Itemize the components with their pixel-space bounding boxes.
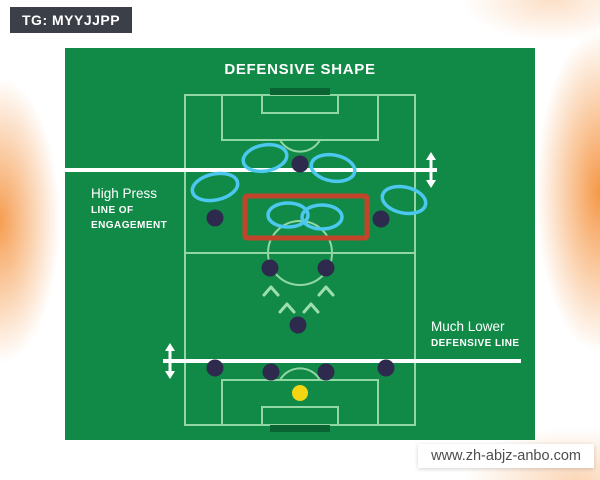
movement-chevron [262, 285, 280, 297]
defensive-label-primary: Much Lower [431, 319, 505, 334]
player-marker [372, 210, 390, 228]
player-marker [261, 259, 279, 277]
press-ring [241, 142, 289, 174]
engagement-secondary-line2: ENGAGEMENT [91, 219, 168, 231]
top-six-yard-box [261, 94, 339, 114]
player-marker [206, 359, 224, 377]
diagram-title: DEFENSIVE SHAPE [224, 61, 376, 78]
watermark-url: www.zh-abjz-anbo.com [418, 444, 594, 468]
goalkeeper-marker [292, 385, 308, 401]
defensive-line-label: Much Lower DEFENSIVE LINE [431, 319, 520, 352]
player-marker [206, 209, 224, 227]
player-marker [317, 363, 335, 381]
pitch-markings [184, 94, 416, 426]
player-marker [317, 259, 335, 277]
bottom-penalty-arc [279, 367, 321, 381]
player-marker [289, 316, 307, 334]
defensive-line-arrow-up [165, 343, 175, 351]
top-penalty-arc [279, 139, 321, 153]
engagement-label-secondary: LINE OF ENGAGEMENT [91, 204, 167, 233]
press-ring [190, 171, 240, 203]
player-marker [262, 363, 280, 381]
defensive-line-arrow-down [165, 371, 175, 379]
engagement-secondary-line1: LINE OF [91, 205, 134, 216]
player-marker [291, 155, 309, 173]
engagement-line-arrow-up [426, 152, 436, 160]
pressing-zone-box [242, 193, 370, 241]
top-goal [270, 88, 330, 95]
press-ring [300, 203, 344, 231]
pitch-boundary [184, 94, 416, 426]
movement-chevron [317, 285, 335, 297]
engagement-line-arrow-down [426, 180, 436, 188]
pitch-diagram [65, 88, 521, 432]
movement-chevron [278, 302, 296, 314]
bottom-six-yard-box [261, 406, 339, 426]
top-penalty-area [221, 94, 379, 141]
press-ring [380, 184, 428, 216]
telegram-tag-badge: TG: MYYJJPP [10, 7, 133, 33]
movement-chevron [302, 302, 320, 314]
tactics-board: DEFENSIVE SHAPE High Press LINE OF ENG [65, 48, 535, 440]
defensive-label-secondary: DEFENSIVE LINE [431, 338, 520, 349]
center-circle [267, 220, 333, 286]
engagement-label-primary: High Press [91, 186, 158, 201]
bottom-goal [270, 425, 330, 432]
press-ring [309, 152, 357, 184]
press-ring [266, 201, 310, 229]
engagement-line-label: High Press LINE OF ENGAGEMENT [91, 186, 167, 233]
player-marker [377, 359, 395, 377]
